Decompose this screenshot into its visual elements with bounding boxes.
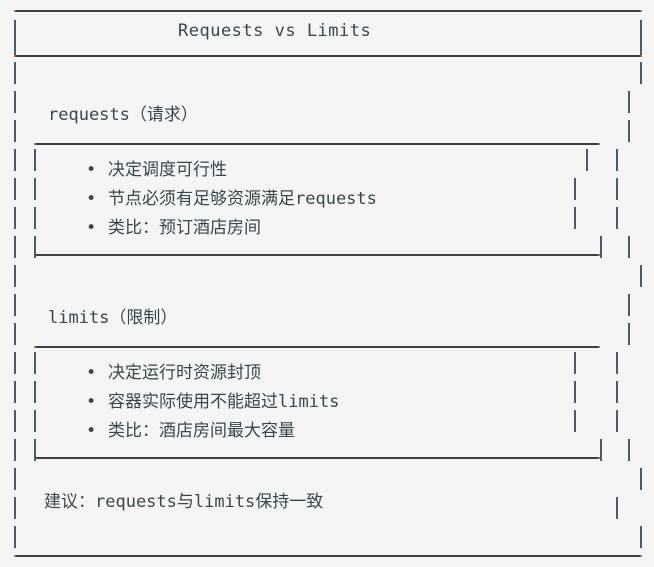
- outer-right-border-bar: [616, 149, 618, 171]
- outer-right-border-bar: [616, 410, 618, 432]
- corner-tick: [34, 346, 36, 348]
- bullet-marker: •: [86, 160, 97, 180]
- corner-tick: [598, 143, 600, 145]
- outer-right-border-bar: [628, 323, 630, 345]
- bullet-marker: •: [86, 189, 97, 209]
- corner-tick: [14, 55, 16, 57]
- requests-box-right-border-bar: [574, 178, 576, 200]
- outer-left-border-bar: [14, 120, 16, 142]
- requests-box-right-border-bar: [600, 236, 602, 258]
- outer-left-border-bar: [14, 410, 16, 432]
- requests-box-top-border: [34, 143, 600, 145]
- limits-box-right-border-bar: [574, 352, 576, 374]
- corner-tick: [14, 555, 16, 557]
- bullet-marker: •: [86, 363, 97, 383]
- bullet-text: 节点必须有足够资源满足requests: [108, 189, 377, 209]
- outer-right-border-bar: [640, 62, 642, 84]
- bullet-marker: •: [86, 392, 97, 412]
- requests-box-left-border-bar: [34, 236, 36, 258]
- bullet-text: 决定调度可行性: [108, 160, 227, 180]
- footer-note: 建议：requests与limits保持一致: [44, 492, 324, 512]
- requests-box-right-border-bar: [574, 207, 576, 229]
- bullet-text: 容器实际使用不能超过limits: [108, 392, 340, 412]
- outer-left-border-bar: [14, 439, 16, 461]
- limits-box-right-border-bar: [600, 439, 602, 461]
- outer-right-border-bar: [616, 178, 618, 200]
- limits-box-left-border-bar: [34, 352, 36, 374]
- requests-box-right-border-bar: [586, 149, 588, 171]
- bullet-text: 类比：预订酒店房间: [108, 218, 261, 238]
- outer-left-border-bar: [14, 149, 16, 171]
- limits-box-top-border: [34, 346, 600, 348]
- outer-right-border-bar: [640, 20, 642, 42]
- outer-left-border-bar: [14, 497, 16, 519]
- limits-box-right-border-bar: [574, 410, 576, 432]
- outer-right-border-bar: [616, 381, 618, 403]
- limits-box-left-border-bar: [34, 381, 36, 403]
- outer-right-border-bar: [628, 294, 630, 316]
- outer-left-border-bar: [14, 294, 16, 316]
- outer-left-border-bar: [14, 20, 16, 42]
- limits-box-bottom-border: [34, 457, 600, 459]
- corner-tick: [598, 457, 600, 459]
- outer-right-border-bar: [628, 91, 630, 113]
- section-heading-requests: requests（请求）: [48, 105, 198, 125]
- outer-left-border-bar: [14, 468, 16, 490]
- outer-left-border-bar: [14, 207, 16, 229]
- outer-right-border-bar: [640, 33, 642, 55]
- outer-right-border-bar: [640, 265, 642, 287]
- outer-left-border-bar: [14, 352, 16, 374]
- requests-box-bottom-border: [34, 254, 600, 256]
- limits-box-left-border-bar: [34, 439, 36, 461]
- corner-tick: [598, 254, 600, 256]
- requests-box-left-border-bar: [34, 178, 36, 200]
- corner-tick: [34, 143, 36, 145]
- outer-right-border-bar: [628, 236, 630, 258]
- title-separator-rule: [14, 55, 642, 57]
- diagram-title: Requests vs Limits: [178, 21, 372, 41]
- outer-right-border-bar: [616, 207, 618, 229]
- outer-left-border-bar: [14, 33, 16, 55]
- outer-right-border-bar: [628, 120, 630, 142]
- bullet-text: 决定运行时资源封顶: [108, 363, 261, 383]
- outer-right-border-bar: [640, 468, 642, 490]
- outer-top-border: [14, 10, 642, 12]
- outer-right-border-bar: [616, 352, 618, 374]
- outer-left-border-bar: [14, 236, 16, 258]
- outer-left-border-bar: [14, 323, 16, 345]
- bullet-marker: •: [86, 218, 97, 238]
- limits-box-left-border-bar: [34, 410, 36, 432]
- corner-tick: [14, 10, 16, 12]
- corner-tick: [598, 346, 600, 348]
- requests-box-left-border-bar: [34, 149, 36, 171]
- limits-box-right-border-bar: [574, 381, 576, 403]
- section-heading-limits: limits（限制）: [48, 308, 178, 328]
- corner-tick: [640, 10, 642, 12]
- outer-left-border-bar: [14, 62, 16, 84]
- bullet-marker: •: [86, 421, 97, 441]
- outer-left-border-bar: [14, 526, 16, 548]
- requests-box-left-border-bar: [34, 207, 36, 229]
- outer-right-border-bar: [628, 439, 630, 461]
- corner-tick: [640, 55, 642, 57]
- outer-left-border-bar: [14, 265, 16, 287]
- outer-right-border-bar: [640, 526, 642, 548]
- outer-left-border-bar: [14, 381, 16, 403]
- outer-left-border-bar: [14, 178, 16, 200]
- outer-right-border-bar: [616, 497, 618, 519]
- corner-tick: [640, 555, 642, 557]
- outer-left-border-bar: [14, 91, 16, 113]
- bullet-text: 类比：酒店房间最大容量: [108, 421, 295, 441]
- outer-bottom-border: [14, 555, 642, 557]
